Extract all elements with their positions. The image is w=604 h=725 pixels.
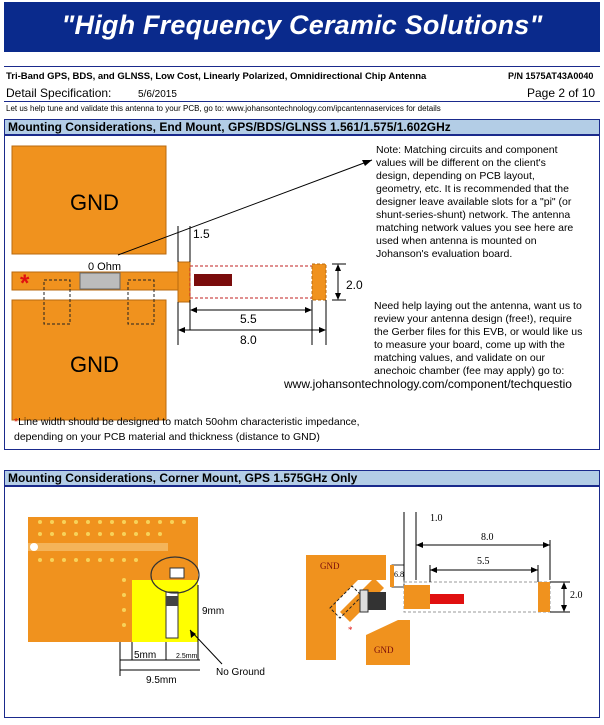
section1-panel: [4, 135, 600, 450]
gnd-bottom-label: GND: [70, 352, 119, 377]
banner-title: "High Frequency Ceramic Solutions": [61, 10, 543, 40]
dim-9mm: 9mm: [202, 606, 225, 617]
dim-2-0: 2.0: [346, 278, 363, 292]
corner-asterisk: *: [348, 625, 353, 635]
section1-heading: Mounting Considerations, End Mount, GPS/…: [4, 119, 600, 135]
dim-2-5mm: 2.5mm: [176, 653, 198, 660]
zero-ohm-resistor: [79, 272, 121, 290]
dim-6-8: 6.8: [394, 570, 404, 579]
corner-antenna-element: [430, 594, 464, 604]
page-number: Page 2 of 10: [527, 86, 596, 100]
corner-dim-8-0: 8.0: [481, 532, 494, 543]
corner-gnd-left: [306, 555, 386, 660]
gnd-block-bottom: [11, 299, 167, 421]
product-title: Tri-Band GPS, BDS, and GLNSS, Low Cost, …: [6, 71, 427, 82]
line-width-note-2: depending on your PCB material and thick…: [14, 431, 320, 443]
dim-8-0: 8.0: [240, 333, 257, 347]
antenna-end-pad: [311, 263, 327, 301]
dim-5mm: 5mm: [134, 650, 157, 661]
dim-1-5: 1.5: [193, 227, 210, 241]
help-url-link[interactable]: www.johansontechnology.com/component/tec…: [284, 377, 572, 391]
gnd-block-top: [11, 145, 167, 255]
corner-dim-5-5: 5.5: [477, 556, 490, 567]
title-banner: "High Frequency Ceramic Solutions": [4, 2, 600, 52]
pad-right: [127, 279, 155, 325]
line-width-note-1: *Line width should be designed to match …: [14, 416, 360, 428]
corner-dim-2-0: 2.0: [570, 590, 583, 601]
note-pointer: [117, 159, 373, 256]
corner-gnd-bottom: [366, 620, 410, 665]
antenna-element: [194, 274, 232, 286]
section2-heading: Mounting Considerations, Corner Mount, G…: [4, 470, 600, 486]
part-number: P/N 1575AT43A0040: [508, 71, 594, 81]
corner-gnd-bottom-label: GND: [374, 645, 394, 655]
asterisk-mark: *: [20, 270, 30, 297]
header-rule-bottom: [4, 101, 600, 102]
pad-left: [43, 279, 71, 325]
section2-panel: [4, 486, 600, 718]
dim-1-0: 1.0: [430, 513, 443, 524]
help-line: Let us help tune and validate this anten…: [6, 104, 441, 113]
zero-ohm-label: 0 Ohm: [88, 261, 122, 273]
spec-date: 5/6/2015: [138, 89, 177, 100]
corner-gnd-left-label: GND: [320, 561, 340, 571]
gnd-top-label: GND: [70, 190, 119, 215]
corner-end-pad: [538, 582, 550, 612]
detail-spec-label: Detail Specification:: [6, 86, 112, 100]
header-rule-top: [4, 66, 600, 67]
matching-note: Note: Matching circuits and component va…: [376, 144, 574, 260]
help-note: Need help laying out the antenna, want u…: [374, 300, 583, 377]
dim-5-5: 5.5: [240, 312, 257, 326]
no-ground-label: No Ground: [216, 667, 265, 678]
dim-9-5mm: 9.5mm: [146, 675, 177, 686]
antenna-feed-pad: [177, 261, 191, 303]
